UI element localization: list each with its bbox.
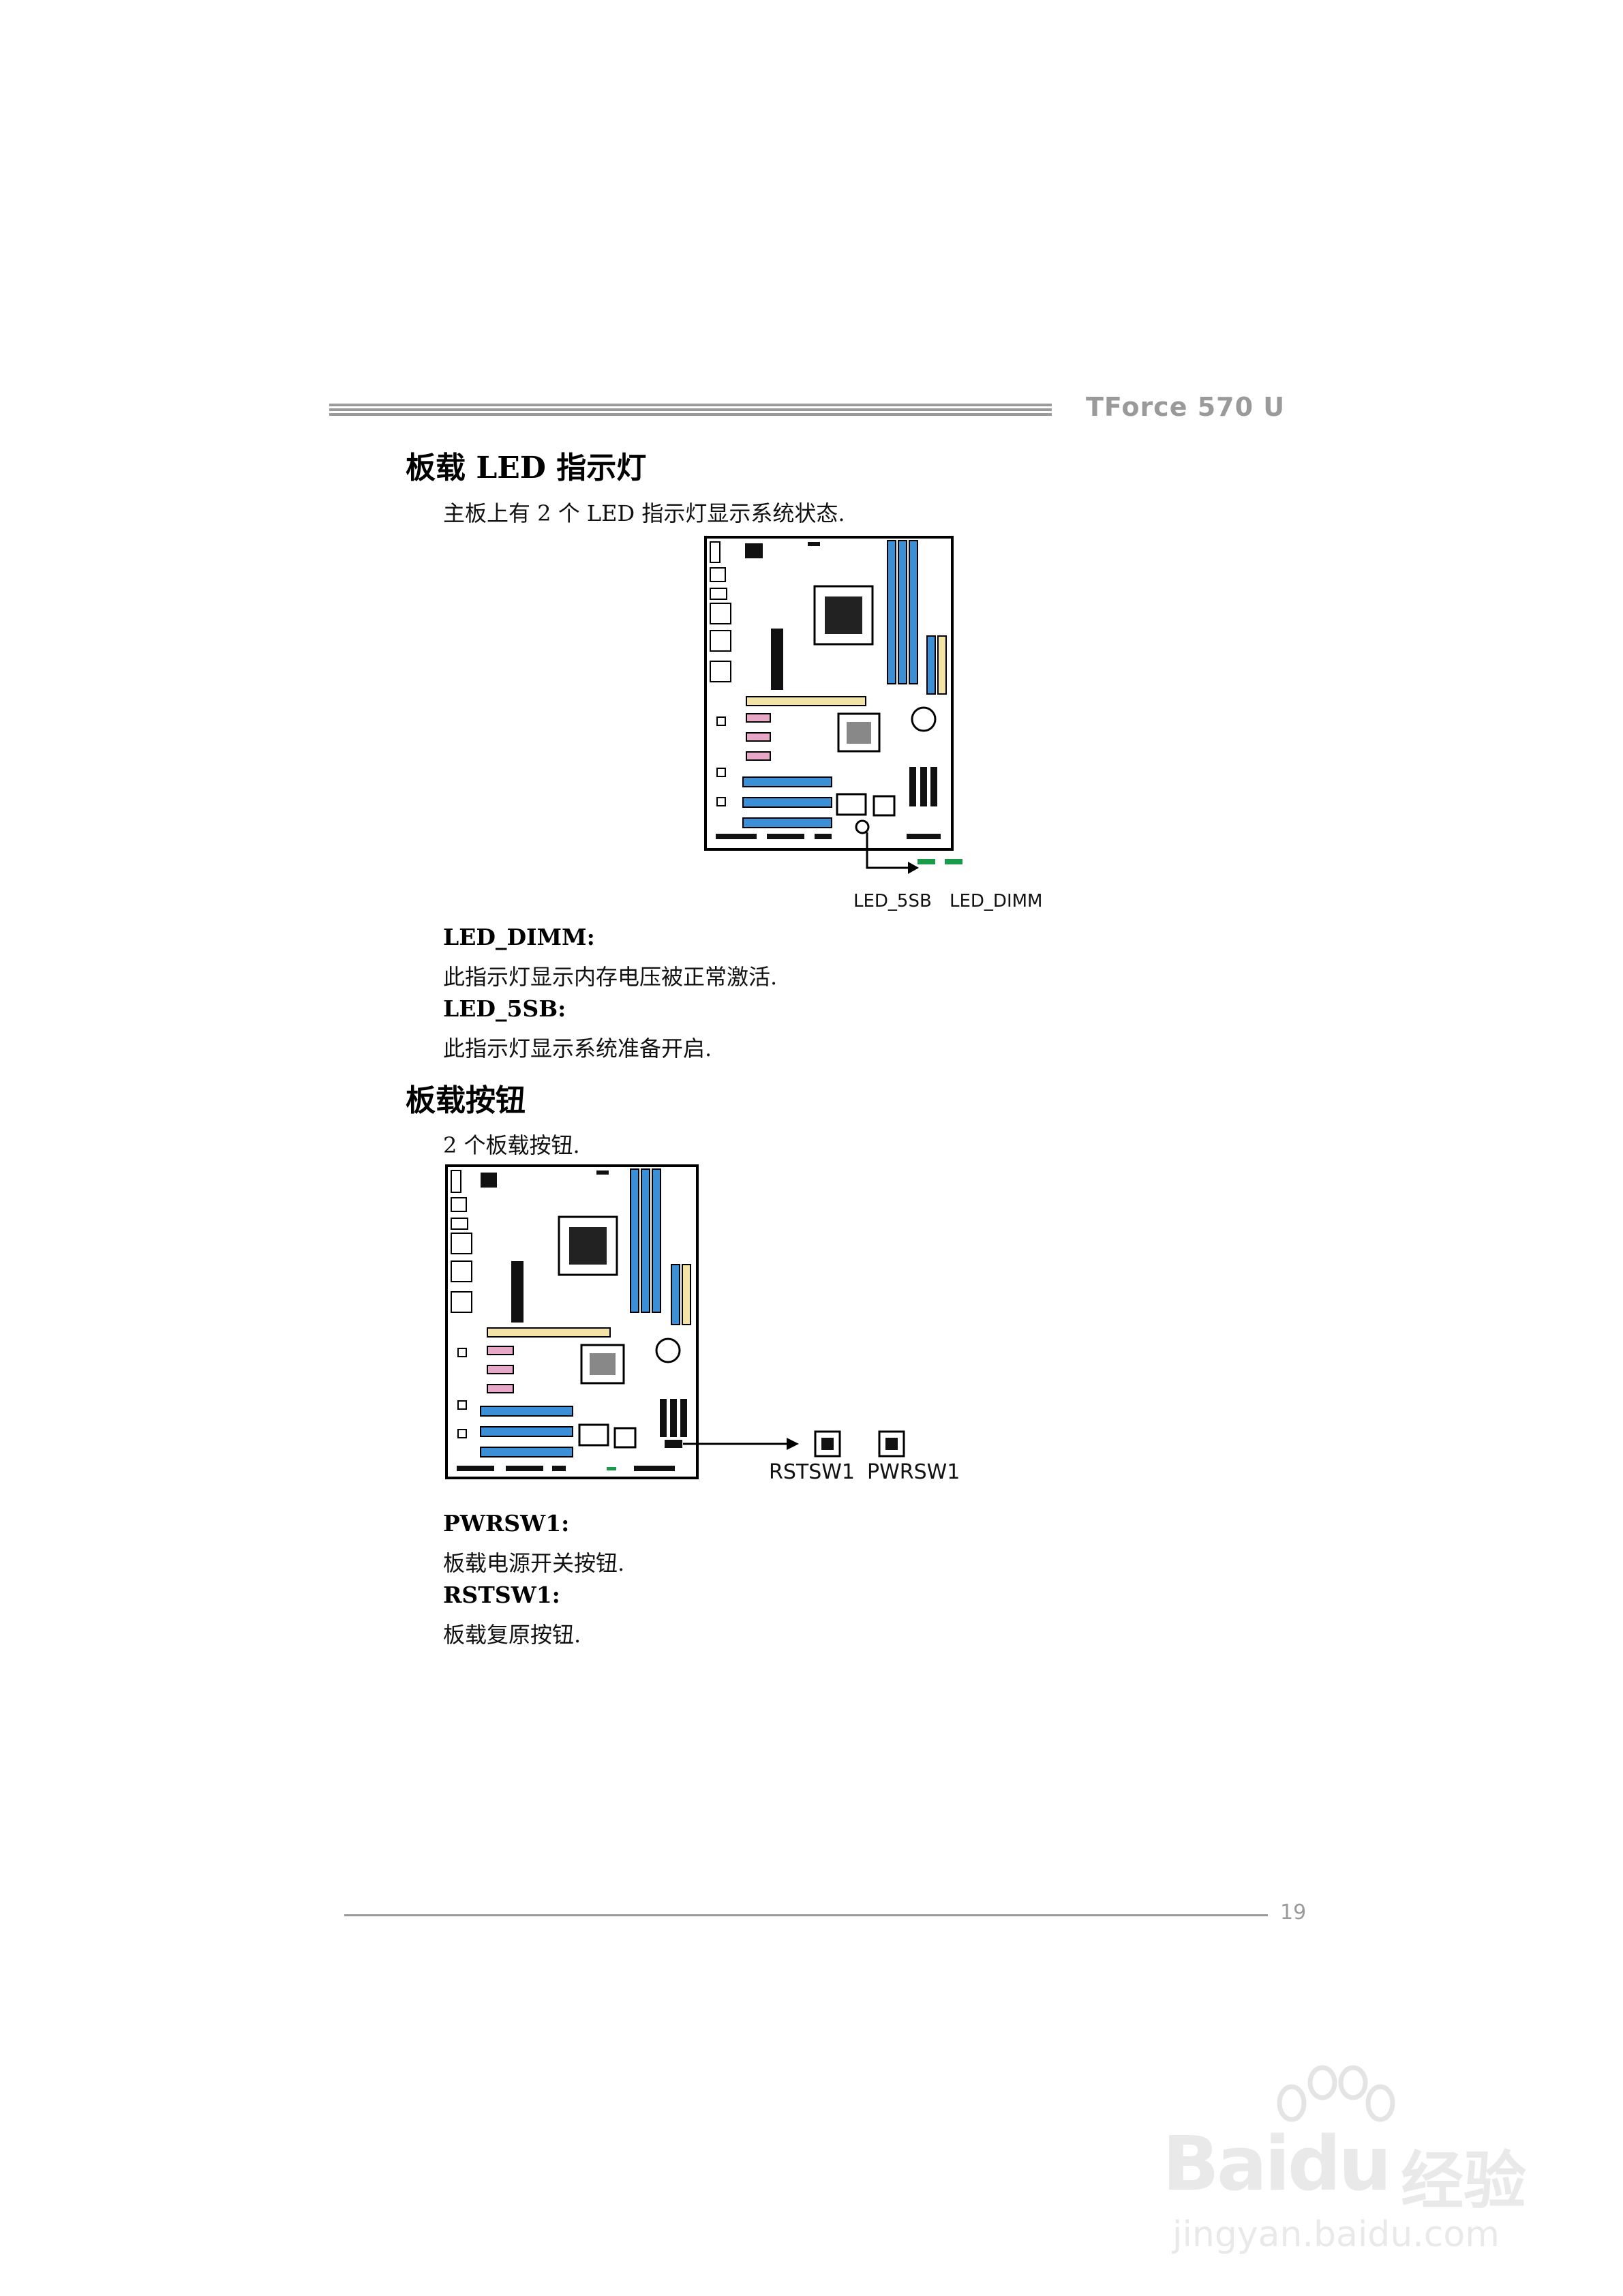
item-desc-pwrsw1: 板载电源开关按钮. bbox=[443, 1550, 625, 1576]
item-name-rstsw1: RSTSW1: bbox=[443, 1582, 560, 1608]
item-desc-led-5sb: 此指示灯显示系统准备开启. bbox=[443, 1036, 712, 1061]
item-desc-rstsw1: 板载复原按钮. bbox=[443, 1622, 581, 1648]
watermark-url: jingyan.baidu.com bbox=[1172, 2214, 1500, 2255]
label-pwrsw1: PWRSW1 bbox=[867, 1460, 960, 1484]
section-title-led: 板载 LED 指示灯 bbox=[406, 451, 647, 485]
label-rstsw1: RSTSW1 bbox=[769, 1460, 855, 1484]
watermark-brand: Bai bbox=[1162, 2120, 1290, 2207]
section-intro-led: 主板上有 2 个 LED 指示灯显示系统状态. bbox=[443, 500, 845, 526]
watermark-brand2: du bbox=[1287, 2120, 1392, 2207]
header-rule bbox=[329, 404, 1052, 419]
item-name-led-dimm: LED_DIMM: bbox=[443, 924, 595, 950]
footer-rule bbox=[344, 1914, 1268, 1916]
section-title-buttons: 板载按钮 bbox=[406, 1083, 526, 1118]
watermark-product: 经验 bbox=[1401, 2145, 1527, 2218]
item-desc-led-dimm: 此指示灯显示内存电压被正常激活. bbox=[443, 964, 778, 990]
label-led-5sb: LED_5SB bbox=[853, 891, 932, 911]
page-number: 19 bbox=[1280, 1901, 1307, 1924]
baidu-jingyan-watermark: Baidu 经验 jingyan.baidu.com bbox=[1162, 2065, 1544, 2263]
header-product-title: TForce 570 U bbox=[1086, 392, 1286, 422]
motherboard-diagram-led bbox=[704, 536, 962, 874]
led-dimm-indicator bbox=[945, 859, 962, 864]
paw-icon bbox=[1277, 2065, 1395, 2122]
section-intro-buttons: 2 个板载按钮. bbox=[443, 1132, 580, 1158]
item-name-led-5sb: LED_5SB: bbox=[443, 995, 566, 1022]
label-led-dimm: LED_DIMM bbox=[950, 891, 1043, 911]
item-name-pwrsw1: PWRSW1: bbox=[443, 1510, 570, 1537]
led-5sb-indicator bbox=[917, 859, 935, 864]
motherboard-diagram-buttons bbox=[445, 1164, 905, 1479]
